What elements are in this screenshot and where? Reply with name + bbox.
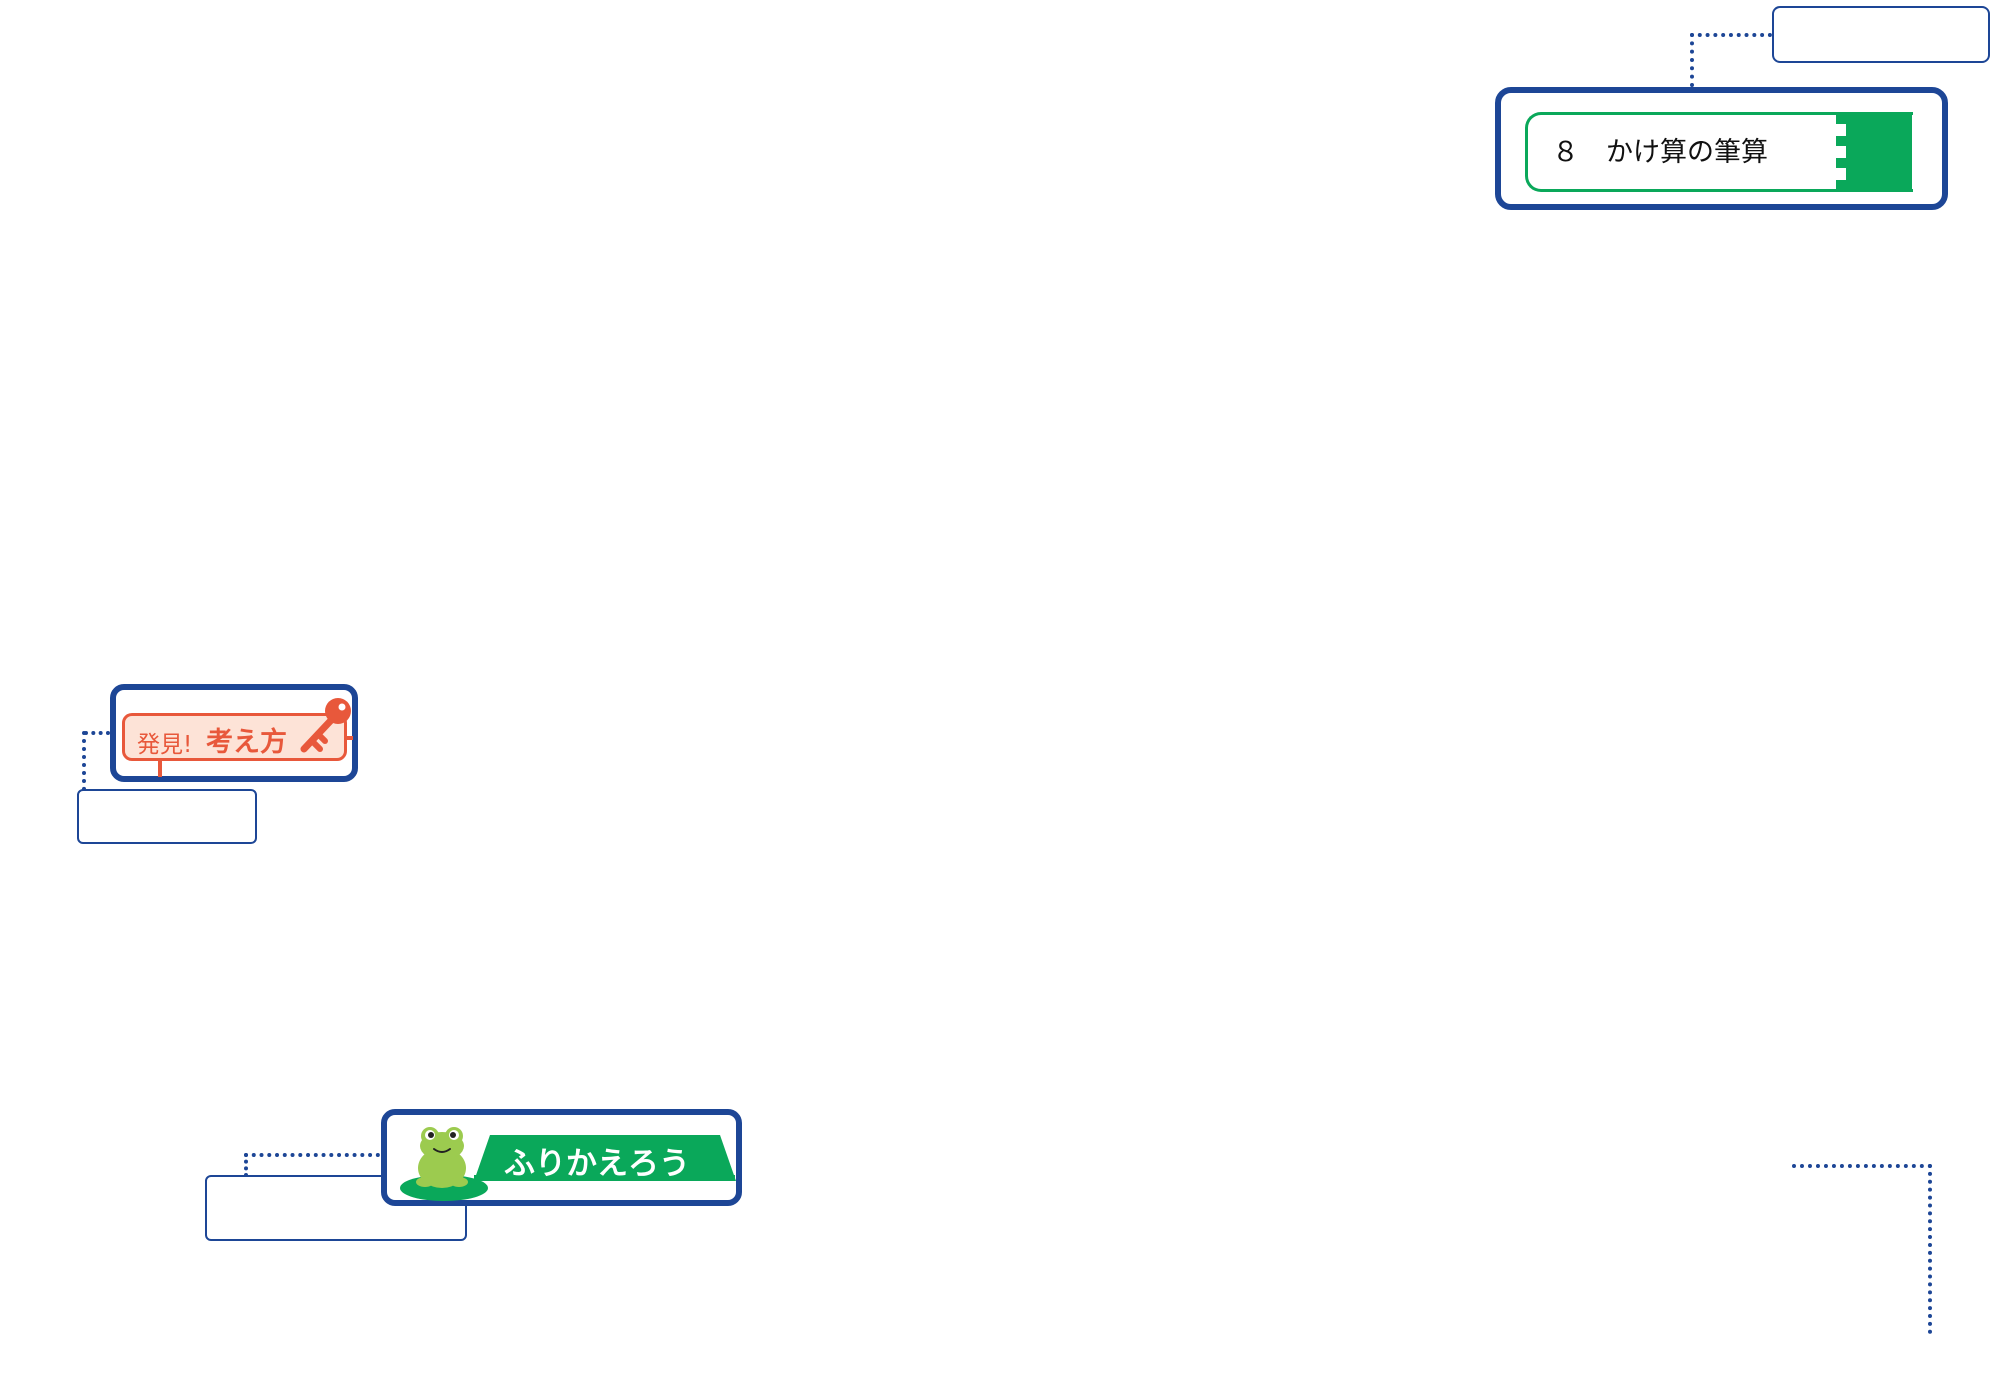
connector-chapter-top [1690,33,1772,37]
callout-box-discovery [77,789,257,844]
chapter-notch [1834,146,1846,158]
review-badge-tab [474,1135,736,1181]
review-badge-underline [474,1175,735,1181]
chapter-title-green-block [1836,112,1912,192]
connector-review-top [244,1153,380,1157]
connector-bottom-right-top [1792,1164,1932,1168]
connector-bottom-right-vertical [1928,1164,1932,1334]
connector-review-vertical [244,1153,248,1177]
connector-discovery-top [84,731,110,735]
discovery-label: 考え方 [206,727,287,758]
discovery-badge-panel [122,713,347,761]
discovery-badge-stem-right [345,736,353,740]
key-icon [300,698,351,753]
chapter-notch [1834,168,1846,180]
chapter-notch [1834,124,1846,136]
connector-chapter-vertical [1690,33,1694,87]
discovery-badge-stem [158,761,162,777]
connector-discovery-vertical [82,731,86,791]
review-label: ふりかえろう [504,1146,690,1182]
callout-box-chapter [1772,6,1990,63]
frog-icon [400,1127,488,1201]
chapter-title: ８ かけ算の筆算 [1552,137,1768,168]
discovery-prefix: 発見! [137,732,193,758]
